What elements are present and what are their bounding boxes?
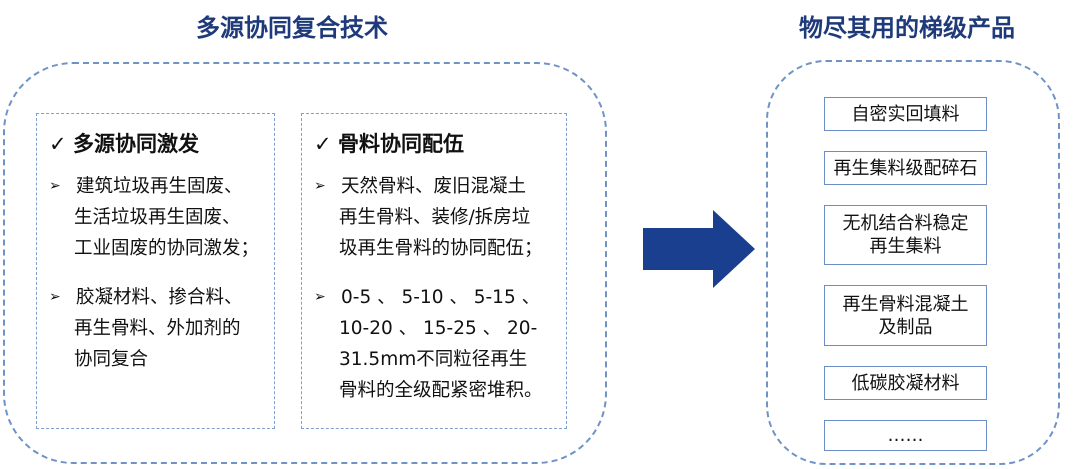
bullet-line: 骨料的全级配紧密堆积。	[339, 380, 543, 401]
bullet-line: 天然骨料、废旧混凝土	[341, 176, 527, 197]
bullet-arrow-icon: ➢	[49, 289, 61, 305]
bullet-arrow-icon: ➢	[49, 178, 61, 194]
bullet-line: 圾再生骨料的协同配伍；	[339, 238, 543, 259]
product-box: ……	[824, 420, 987, 451]
product-box: 再生骨料混凝土 及制品	[824, 285, 987, 346]
product-label: 再生集料	[869, 236, 942, 257]
card-title: 多源协同激发	[73, 132, 199, 156]
bullet-arrow-icon: ➢	[314, 178, 326, 194]
bullet-line: 生活垃圾再生固废、	[74, 207, 241, 228]
card-title: 骨料协同配伍	[338, 132, 464, 156]
product-box: 再生集料级配碎石	[824, 151, 987, 185]
bullet-item: ➢ 0-5 、 5-10 、 5-15 、 10-20 、 15-25 、 20…	[314, 282, 543, 406]
bullet-item: ➢ 天然骨料、废旧混凝土 再生骨料、装修/拆房垃 圾再生骨料的协同配伍；	[314, 171, 543, 264]
product-label: 再生集料级配碎石	[833, 157, 978, 179]
bullet-line: 再生骨料、装修/拆房垃	[339, 207, 531, 228]
bullet-line: 工业固废的协同激发；	[74, 238, 260, 259]
product-label: 再生骨料混凝土	[842, 293, 969, 315]
card-heading: ✓多源协同激发	[49, 128, 199, 158]
bullet-item: ➢ 建筑垃圾再生固废、 生活垃圾再生固废、 工业固废的协同激发；	[49, 171, 259, 264]
right-arrow-icon	[643, 210, 755, 288]
product-label: 及制品	[878, 316, 933, 338]
card-multi-source-activation: ✓多源协同激发 ➢ 建筑垃圾再生固废、 生活垃圾再生固废、 工业固废的协同激发；…	[36, 113, 275, 429]
left-section-title: 多源协同复合技术	[196, 14, 388, 42]
product-label: 低碳胶凝材料	[851, 372, 960, 394]
product-label: 自密实回填料	[851, 103, 960, 125]
checkmark-icon: ✓	[49, 132, 67, 156]
products-group-frame	[766, 60, 1060, 465]
bullet-line: 31.5mm不同粒径再生	[339, 349, 528, 370]
card-aggregate-coordination: ✓骨料协同配伍 ➢ 天然骨料、废旧混凝土 再生骨料、装修/拆房垃 圾再生骨料的协…	[301, 113, 567, 429]
bullet-line: 0-5 、 5-10 、 5-15 、	[341, 287, 541, 308]
product-box: 无机结合料稳定 再生集料	[824, 205, 987, 265]
bullet-line: 10-20 、 15-25 、 20-	[339, 318, 538, 339]
product-label: ……	[887, 425, 924, 446]
card-heading: ✓骨料协同配伍	[314, 128, 464, 158]
product-label: 无机结合料稳定	[842, 213, 969, 234]
checkmark-icon: ✓	[314, 132, 332, 156]
bullet-item: ➢ 胶凝材料、掺合料、 再生骨料、外加剂的 协同复合	[49, 282, 243, 375]
technology-group-frame	[3, 62, 607, 464]
right-section-title: 物尽其用的梯级产品	[799, 14, 1015, 42]
product-box: 自密实回填料	[824, 97, 987, 131]
bullet-line: 胶凝材料、掺合料、	[76, 287, 243, 308]
bullet-line: 建筑垃圾再生固废、	[76, 176, 243, 197]
product-box: 低碳胶凝材料	[824, 366, 987, 400]
bullet-line: 协同复合	[74, 349, 149, 370]
bullet-line: 再生骨料、外加剂的	[74, 318, 241, 339]
bullet-arrow-icon: ➢	[314, 289, 326, 305]
